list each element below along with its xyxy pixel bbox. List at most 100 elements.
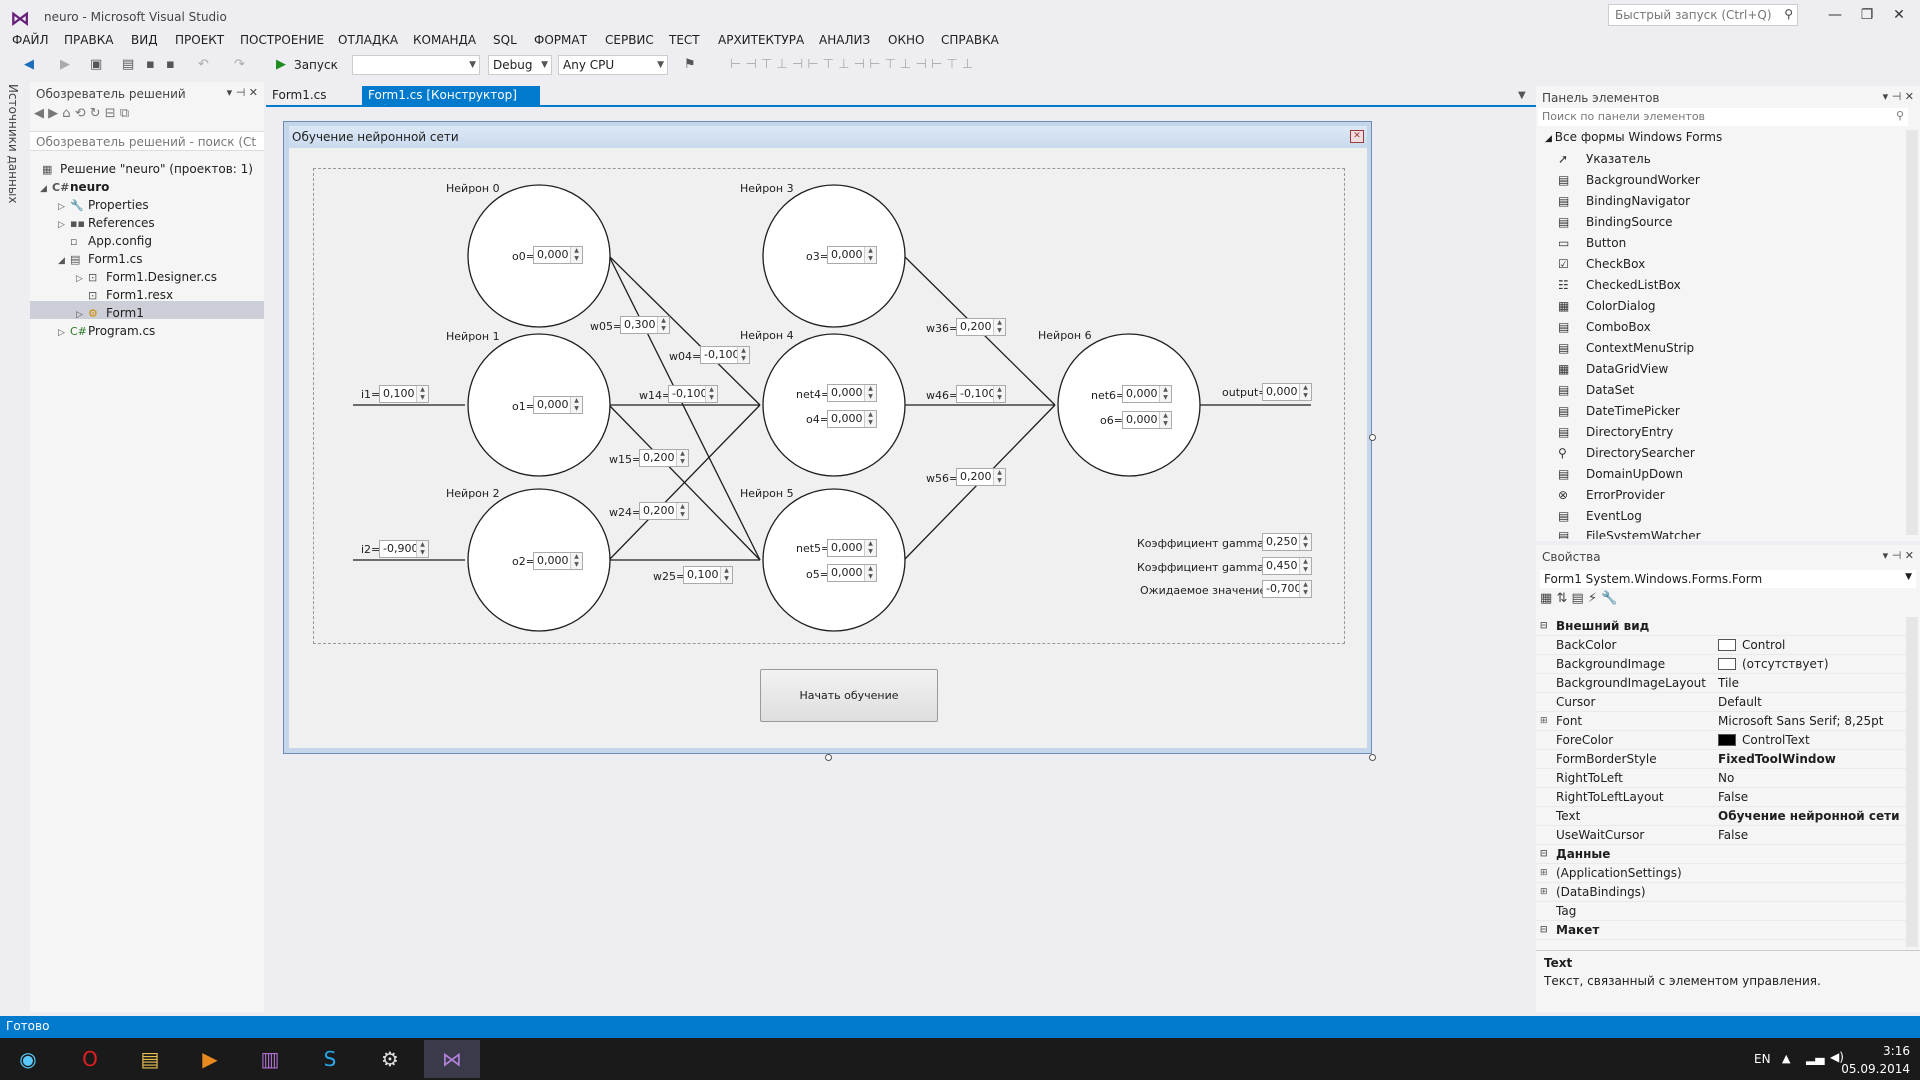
toolbox-group-header[interactable]: ◢ Все формы Windows Forms	[1545, 130, 1723, 144]
menu-edit[interactable]: ПРАВКА	[64, 33, 114, 47]
menu-view[interactable]: ВИД	[131, 33, 158, 47]
property-pages-icon[interactable]: 🔧	[1601, 591, 1618, 606]
properties-icon[interactable]: ▤	[1571, 591, 1584, 606]
resize-handle-bottom[interactable]	[825, 754, 832, 761]
w36-spinner[interactable]: 0,200▲▼	[956, 318, 1006, 336]
menu-test[interactable]: ТЕСТ	[669, 33, 700, 47]
steam-icon[interactable]: ⚙	[381, 1047, 399, 1071]
tree-item-app-config[interactable]: ▫App.config	[70, 232, 152, 250]
pin-icon[interactable]: ▾ ⊣ ✕	[1882, 90, 1914, 103]
prop-row[interactable]: ⊟Внешний вид	[1536, 617, 1906, 636]
up-down-icon[interactable]: ▲▼	[720, 567, 732, 583]
up-down-icon[interactable]: ▲▼	[1299, 534, 1311, 550]
o5-spinner[interactable]: 0,000▲▼	[827, 564, 877, 582]
minimize-button[interactable]: —	[1828, 7, 1842, 23]
save-icon[interactable]: ▪	[146, 57, 155, 72]
toolbox-item-datetimepicker[interactable]: ▤DateTimePicker	[1558, 401, 1680, 421]
expand-icon[interactable]: ⊞	[1540, 887, 1548, 897]
opera-icon[interactable]: O	[82, 1047, 98, 1071]
solution-search-input[interactable]: Обозреватель решений - поиск (Ct	[30, 131, 264, 151]
expected-spinner[interactable]: -0,700▲▼	[1262, 580, 1312, 598]
up-down-icon[interactable]: ▲▼	[864, 247, 876, 263]
menu-help[interactable]: СПРАВКА	[941, 33, 999, 47]
menu-debug[interactable]: ОТЛАДКА	[338, 33, 399, 47]
up-down-icon[interactable]: ▲▼	[864, 385, 876, 401]
toolbox-item-checkedlistbox[interactable]: ☷CheckedListBox	[1558, 275, 1681, 295]
tree-item-form1-designer[interactable]: ▷⊡Form1.Designer.cs	[76, 268, 217, 286]
tree-item-properties[interactable]: ▷🔧Properties	[58, 196, 149, 214]
platform-dropdown[interactable]: Any CPU▼	[558, 55, 668, 75]
start-icon[interactable]: ▶	[276, 57, 286, 72]
menu-team[interactable]: КОМАНДА	[413, 33, 477, 47]
toolbox-item-domainupdown[interactable]: ▤DomainUpDown	[1558, 464, 1683, 484]
menu-project[interactable]: ПРОЕКТ	[175, 33, 225, 47]
up-down-icon[interactable]: ▲▼	[1159, 412, 1171, 428]
w04-spinner[interactable]: -0,100▲▼	[700, 346, 750, 364]
configuration-dropdown[interactable]: Debug▼	[488, 55, 552, 75]
up-down-icon[interactable]: ▲▼	[1299, 384, 1311, 400]
o2-spinner[interactable]: 0,000▲▼	[533, 552, 583, 570]
tree-item-solution[interactable]: ▦Решение "neuro" (проектов: 1)	[42, 160, 253, 178]
toolbox-item-bindingsource[interactable]: ▤BindingSource	[1558, 212, 1673, 232]
up-down-icon[interactable]: ▲▼	[676, 450, 688, 466]
menu-format[interactable]: ФОРМАТ	[534, 33, 587, 47]
net4-spinner[interactable]: 0,000▲▼	[827, 384, 877, 402]
w46-spinner[interactable]: -0,100▲▼	[956, 385, 1006, 403]
forward-icon[interactable]: ▶	[48, 106, 59, 121]
toolbox-item-directoryentry[interactable]: ▤DirectoryEntry	[1558, 422, 1673, 442]
gamma2-spinner[interactable]: 0,450▲▼	[1262, 557, 1312, 575]
toolbox-item-checkbox[interactable]: ☑CheckBox	[1558, 254, 1645, 274]
save-all-icon[interactable]: ▪	[166, 57, 175, 72]
find-icon[interactable]: ⚑	[684, 57, 696, 72]
properties-object-selector[interactable]: Form1 System.Windows.Forms.Form▼	[1540, 570, 1916, 588]
tree-item-program-cs[interactable]: ▷C#Program.cs	[58, 322, 155, 340]
net6-spinner[interactable]: 0,000▲▼	[1122, 385, 1172, 403]
o4-spinner[interactable]: 0,000▲▼	[827, 410, 877, 428]
language-indicator[interactable]: EN	[1754, 1052, 1771, 1066]
up-down-icon[interactable]: ▲▼	[737, 347, 749, 363]
tab-overflow-icon[interactable]: ▼	[1518, 90, 1526, 101]
properties-scrollbar[interactable]	[1906, 617, 1918, 947]
visual-studio-task-icon[interactable]: ⋈	[424, 1040, 480, 1078]
up-down-icon[interactable]: ▲▼	[676, 503, 688, 519]
up-down-icon[interactable]: ▲▼	[416, 541, 428, 557]
network-panel[interactable]	[313, 168, 1345, 644]
tree-item-project[interactable]: ◢C#neuro	[40, 178, 109, 196]
up-down-icon[interactable]: ▲▼	[416, 386, 428, 402]
tree-item-form1-cs[interactable]: ◢▤Form1.cs	[58, 250, 143, 268]
up-down-icon[interactable]: ▲▼	[570, 397, 582, 413]
menu-tools[interactable]: СЕРВИС	[605, 33, 654, 47]
quick-launch-input[interactable]: Быстрый запуск (Ctrl+Q)⚲	[1608, 4, 1798, 26]
debug-target-dropdown[interactable]: ▼	[352, 55, 480, 75]
explorer-icon[interactable]: ▤	[140, 1047, 160, 1071]
up-down-icon[interactable]: ▲▼	[705, 386, 717, 402]
toolbox-item-errorprovider[interactable]: ⊗ErrorProvider	[1558, 485, 1665, 505]
tab-form1-cs[interactable]: Form1.cs	[272, 88, 327, 102]
form-close-icon[interactable]: ✕	[1350, 130, 1364, 143]
up-down-icon[interactable]: ▲▼	[993, 469, 1005, 485]
refresh-icon[interactable]: ↻	[89, 106, 101, 121]
menu-analyze[interactable]: АНАЛИЗ	[819, 33, 871, 47]
toolbox-item-datagridview[interactable]: ▦DataGridView	[1558, 359, 1668, 379]
up-down-icon[interactable]: ▲▼	[864, 540, 876, 556]
gamma1-spinner[interactable]: 0,250▲▼	[1262, 533, 1312, 551]
i1-spinner[interactable]: 0,100▲▼	[379, 385, 429, 403]
menu-architecture[interactable]: АРХИТЕКТУРА	[718, 33, 805, 47]
prop-row[interactable]: Tag	[1536, 902, 1906, 921]
open-icon[interactable]: ▤	[122, 57, 135, 72]
up-down-icon[interactable]: ▲▼	[657, 317, 669, 333]
skype-icon[interactable]: S	[323, 1047, 337, 1071]
volume-icon[interactable]: ◀)	[1830, 1050, 1844, 1064]
close-button[interactable]: ✕	[1893, 7, 1905, 23]
up-down-icon[interactable]: ▲▼	[993, 319, 1005, 335]
resize-handle-right[interactable]	[1369, 434, 1376, 441]
toolbox-item-bindingnavigator[interactable]: ▤BindingNavigator	[1558, 191, 1690, 211]
